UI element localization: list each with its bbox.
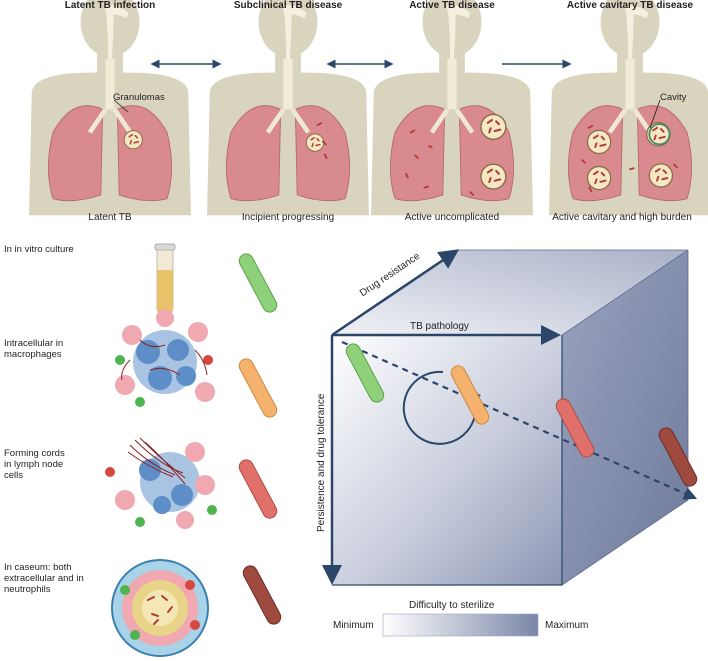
condition-label-intracellular: Intracellular in macrophages: [4, 338, 64, 360]
person-subclinical: [207, 0, 369, 215]
axis-drug-resistance-arrow: [331, 249, 460, 337]
bacillus-caseum: [240, 562, 284, 628]
bacillus-in-vitro: [236, 250, 280, 316]
stage-title-active: Active TB disease: [409, 0, 495, 11]
bacillus-intracellular: [236, 355, 280, 421]
test-tube-icon: [154, 243, 176, 317]
caseum-granuloma-icon: [111, 559, 209, 657]
bacillus-cords: [236, 456, 280, 522]
axis-label-tb-pathology: TB pathology: [410, 321, 469, 332]
stage-title-latent: Latent TB infection: [64, 0, 156, 11]
legend-max-label: Maximum: [545, 620, 589, 631]
condition-label-cords: Forming cords in lymph node cells: [4, 448, 65, 481]
stage-title-active-cavitary: Active cavitary TB disease: [566, 0, 694, 11]
stage-caption-subclinical: Incipient progressing: [241, 212, 335, 223]
granulomas-callout: Granulomas: [113, 92, 165, 103]
person-latent: [29, 0, 191, 215]
cavity-callout-line: [649, 99, 661, 129]
stage-caption-active-cavitary: Active cavitary and high burden: [552, 212, 692, 223]
legend-min-label: Minimum: [333, 620, 374, 631]
axis-label-persistence: Persistence and drug tolerance: [316, 393, 327, 532]
stage-title-subclinical: Subclinical TB disease: [233, 0, 343, 11]
legend-title: Difficulty to sterilize: [409, 600, 495, 611]
difficulty-trajectory: [341, 340, 698, 500]
stage-caption-latent: Latent TB: [88, 212, 132, 223]
stage-caption-active: Active uncomplicated: [404, 212, 500, 223]
cavity-callout: Cavity: [660, 92, 687, 103]
lymph-node-cords-icon: [105, 437, 217, 529]
condition-label-in-vitro: In in vitro culture: [4, 244, 74, 255]
person-active-cavitary: [549, 0, 708, 215]
difficulty-cube: [332, 249, 689, 586]
macrophage-cluster-icon: [115, 309, 215, 407]
condition-label-caseum: In caseum: both extracellular and in neu…: [4, 562, 84, 595]
granulomas-callout-line: [113, 99, 129, 113]
person-active: [371, 0, 533, 215]
legend-gradient-bar: [382, 613, 539, 637]
